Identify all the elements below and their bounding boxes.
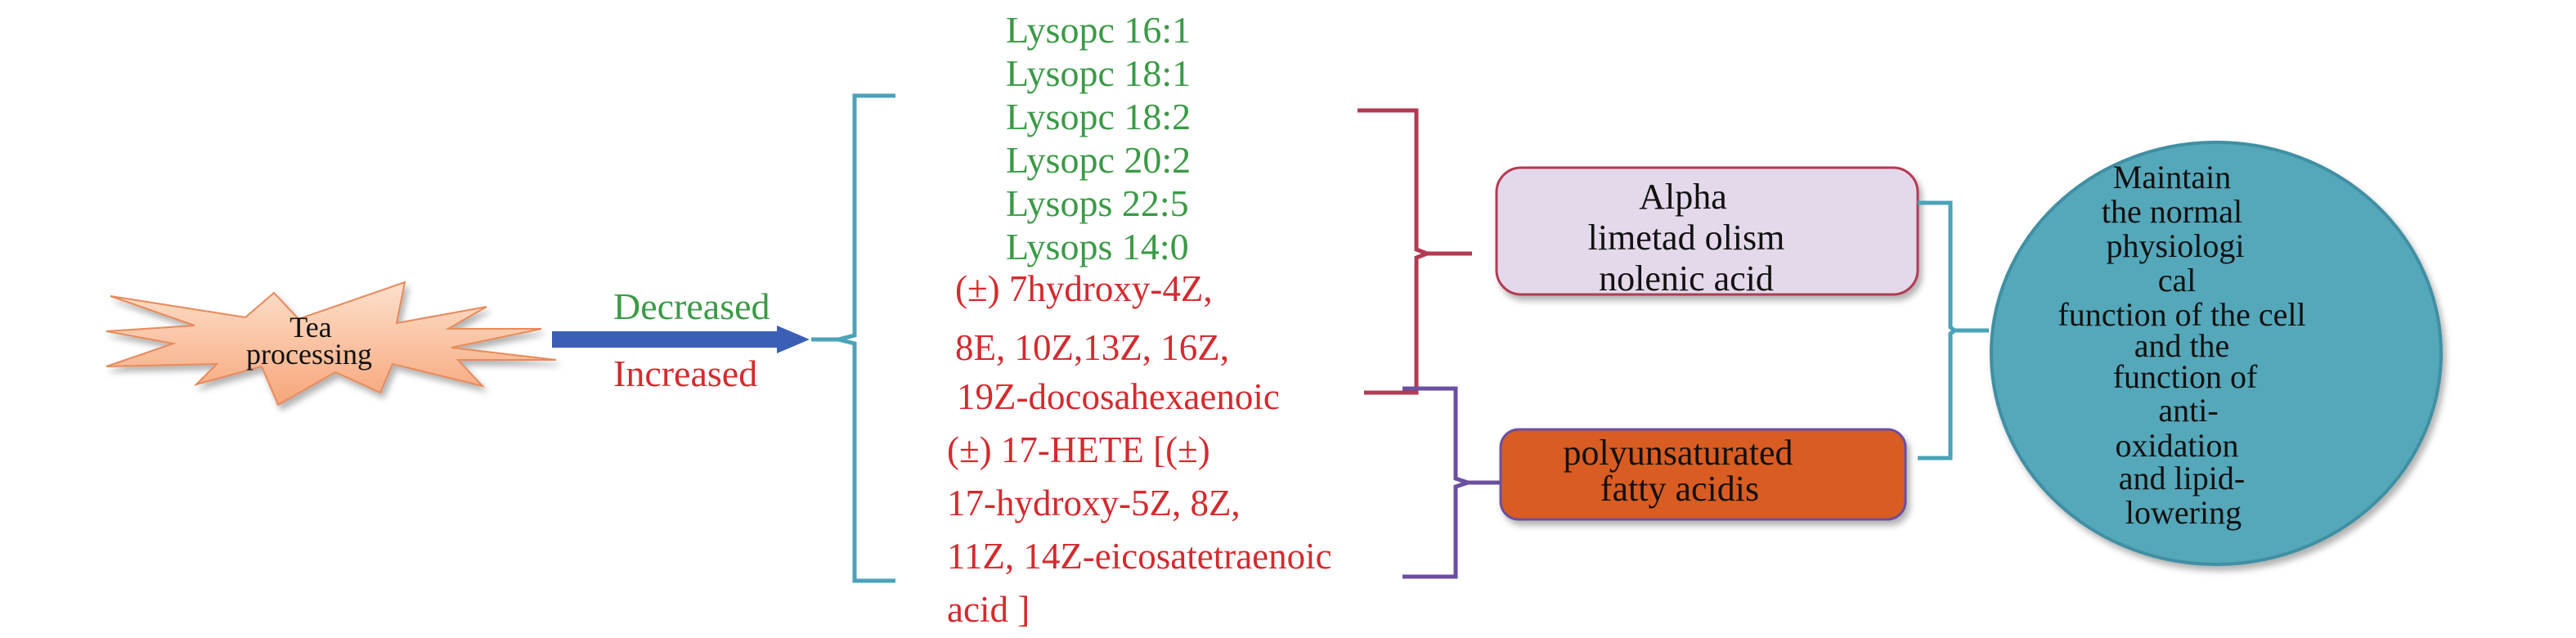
metabolite-item: Lysopc 16:1: [1006, 9, 1191, 51]
metabolite-item: Lysopc 18:1: [1006, 52, 1191, 94]
box-line: fatty acidis: [1600, 469, 1759, 509]
outcome-line: function of the cell: [2058, 296, 2305, 333]
pufa-bracket: [1402, 386, 1501, 579]
outcome-line: lowering: [2125, 494, 2242, 531]
metabolite-item: (±) 17-HETE [(±): [947, 429, 1210, 470]
box-line: limetad olism: [1588, 218, 1785, 258]
metabolite-bracket: [811, 93, 895, 583]
metabolite-item: Lysopc 20:2: [1006, 139, 1191, 181]
outcome-bracket: [1918, 200, 1989, 461]
source-line-2: processing: [246, 338, 372, 371]
metabolite-item: 8E, 10Z,13Z, 16Z,: [955, 327, 1229, 368]
decreased-metabolite-list: Lysopc 16:1 Lysopc 18:1 Lysopc 18:2 Lyso…: [1006, 9, 1191, 267]
tea-processing-node: Tea processing: [105, 281, 557, 407]
outcome-line: and the: [2134, 327, 2230, 364]
metabolite-item: 19Z-docosahexaenoic: [957, 376, 1280, 417]
outcome-node: Maintain the normal physiologi cal funct…: [1990, 141, 2443, 566]
outcome-line: oxidation: [2115, 427, 2238, 464]
alpha-linolenic-bracket: [1358, 108, 1472, 395]
outcome-line: and lipid-: [2119, 460, 2245, 496]
source-line-1: Tea: [289, 311, 331, 344]
box-line: polyunsaturated: [1563, 433, 1793, 473]
process-arrow: [552, 326, 810, 353]
box-line: nolenic acid: [1599, 258, 1774, 299]
burst-shape: [105, 281, 557, 407]
metabolite-item: acid ]: [947, 589, 1030, 630]
metabolite-item: 11Z, 14Z-eicosatetraenoic: [947, 536, 1332, 577]
metabolite-item: Lysops 14:0: [1006, 226, 1189, 267]
box-line: Alpha: [1639, 177, 1727, 217]
outcome-line: anti-: [2158, 392, 2218, 429]
outcome-line: the normal: [2102, 193, 2242, 230]
metabolite-item: 17-hydroxy-5Z, 8Z,: [947, 483, 1241, 523]
decreased-label: Decreased: [613, 285, 770, 327]
metabolite-item: Lysopc 18:2: [1006, 96, 1191, 137]
increased-label: Increased: [613, 353, 757, 394]
metabolite-item: Lysops 22:5: [1006, 182, 1189, 224]
alpha-linolenic-box: Alpha limetad olism nolenic acid: [1495, 166, 1919, 299]
outcome-line: physiologi: [2107, 227, 2245, 264]
increased-metabolite-list: (±) 7hydroxy-4Z, 8E, 10Z,13Z, 16Z, 19Z-d…: [947, 268, 1332, 630]
pufa-box: polyunsaturated fatty acidis: [1499, 428, 1907, 521]
outcome-line: Maintain: [2113, 159, 2231, 195]
outcome-line: cal: [2158, 262, 2197, 299]
metabolite-item: (±) 7hydroxy-4Z,: [955, 268, 1213, 309]
outcome-line: function of: [2113, 358, 2258, 395]
